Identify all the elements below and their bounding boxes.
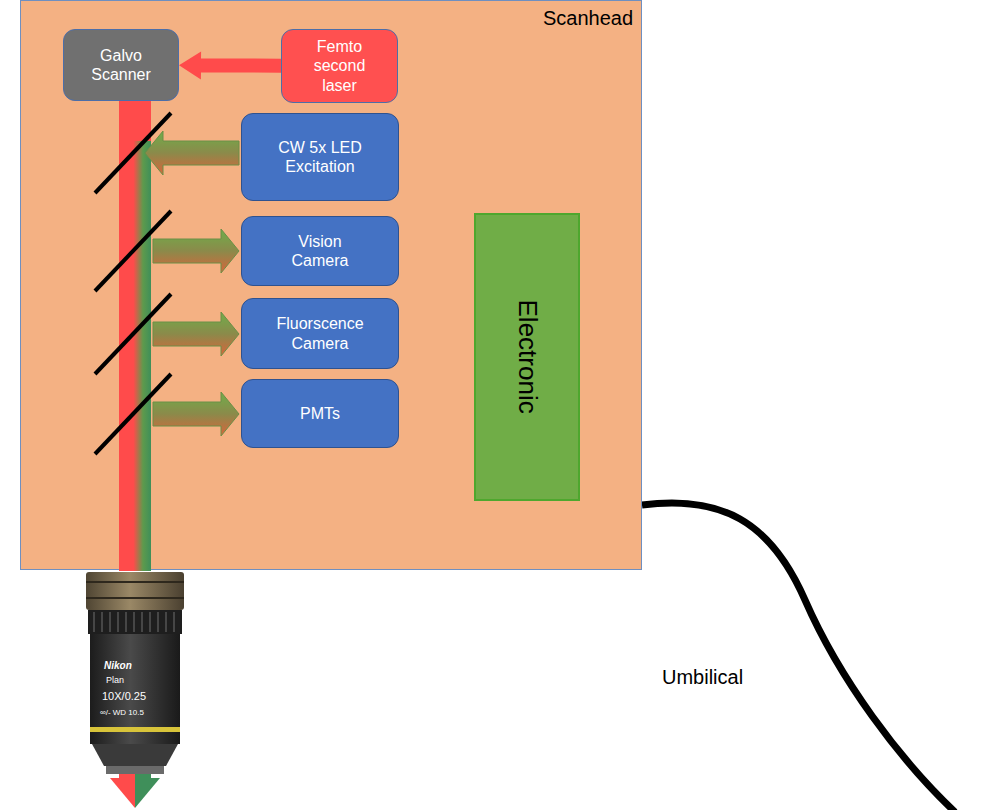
laser-arrow (179, 51, 281, 79)
housing-title: Scanhead (543, 7, 633, 30)
camera-box: Fluorscence Camera (241, 298, 399, 369)
laser-box: Femto second laser (281, 29, 398, 103)
lens-spec: ∞/- WD 10.5 (100, 708, 144, 717)
box-label: PMTs (300, 404, 340, 423)
led-box: CW 5x LED Excitation (241, 113, 399, 201)
beam-arrowhead (110, 778, 160, 808)
lens-brand: Nikon (104, 660, 132, 671)
box-label: Vision Camera (272, 232, 368, 270)
dichroic-mirror (95, 211, 171, 291)
camera-box: Vision Camera (241, 216, 399, 286)
detector-box: PMTs (241, 379, 399, 448)
cable-label: Umbilical (662, 666, 743, 689)
box-label: CW 5x LED Excitation (272, 138, 368, 176)
detection-arrow (153, 229, 239, 273)
box-label: Fluorscence Camera (272, 314, 368, 352)
scanner-box: Galvo Scanner (63, 29, 179, 101)
electronics-box: Electronic (474, 213, 580, 501)
laser-beam (119, 101, 151, 571)
box-label: Galvo Scanner (72, 46, 170, 84)
dichroic-mirror (95, 374, 171, 454)
detection-arrow (153, 392, 239, 436)
detection-arrow (153, 312, 239, 356)
box-label: Femto second laser (304, 37, 375, 95)
excitation-arrow (145, 131, 239, 175)
scanhead-housing: ScanheadGalvo Scanner Femto second laserC… (20, 0, 642, 570)
lens-type: Plan (106, 675, 124, 685)
dichroic-mirror (95, 113, 171, 193)
box-label: Electronic (511, 300, 542, 414)
umbilical-cable (642, 503, 955, 810)
lens-magnification: 10X/0.25 (102, 690, 146, 702)
objective-lens (86, 572, 184, 774)
dichroic-mirror (95, 294, 171, 374)
combined-beam (119, 141, 151, 571)
